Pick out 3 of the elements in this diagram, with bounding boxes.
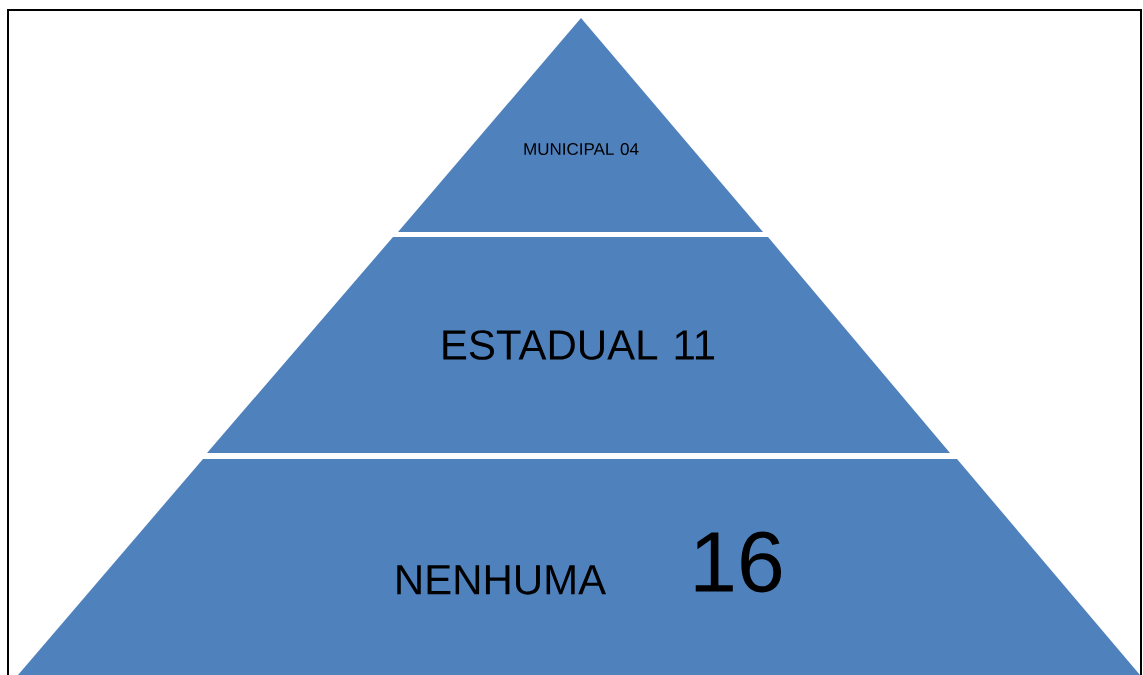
pyramid-level: NENHUMA 16 [18, 459, 1140, 675]
pyramid-level: MUNICIPAL 04 [398, 18, 763, 232]
pyramid-level: ESTADUAL 11 [207, 237, 950, 453]
